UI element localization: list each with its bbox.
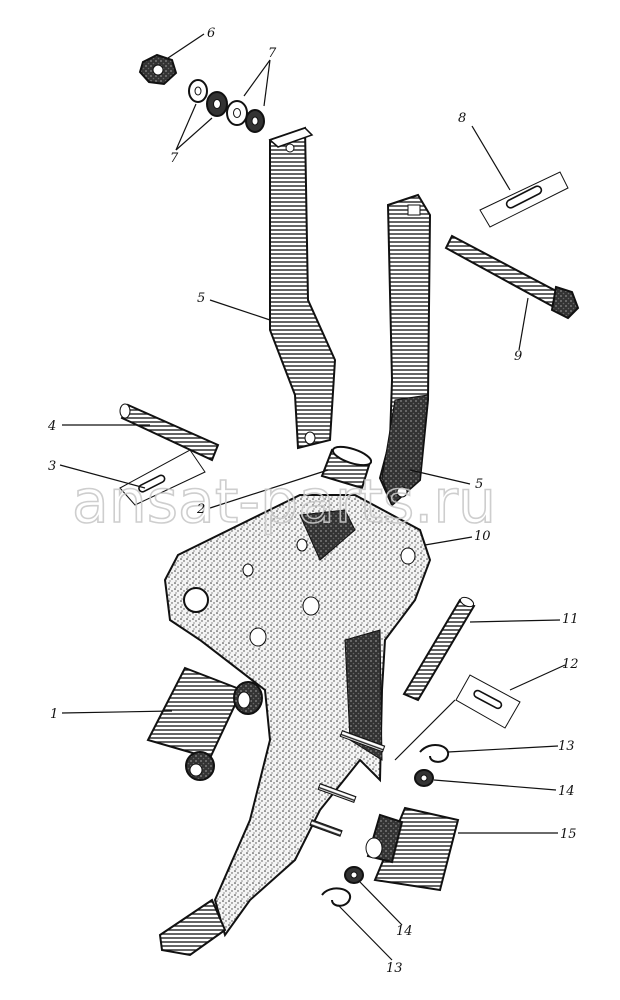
pin-part-4 <box>119 403 220 462</box>
washer-part-14-lower <box>344 866 364 884</box>
label-14-lower: 14 <box>396 924 413 939</box>
bolt-part-9 <box>444 234 580 320</box>
label-15: 15 <box>560 827 577 842</box>
washers-part-7 <box>188 79 265 133</box>
part-labels: 6 7 7 8 9 5 4 3 2 5 10 11 12 1 13 14 15 … <box>47 26 579 976</box>
spring-clip-part-13-lower <box>321 887 352 907</box>
label-13-upper: 13 <box>558 739 575 754</box>
washer-part-14-upper <box>414 769 434 787</box>
label-9: 9 <box>514 349 522 364</box>
bracket-body-part-10 <box>158 494 432 957</box>
leader-lines <box>59 33 566 961</box>
rod-part-11 <box>402 596 476 702</box>
cotter-pin-part-3 <box>119 449 206 506</box>
bushing-part-2 <box>320 445 373 490</box>
label-7-left: 7 <box>170 151 179 166</box>
spring-clip-part-13-upper <box>419 744 450 763</box>
label-8: 8 <box>458 111 466 126</box>
label-3: 3 <box>48 459 56 474</box>
nut-part-6 <box>138 53 178 86</box>
label-4: 4 <box>47 419 56 434</box>
lever-part-5-left <box>268 126 337 450</box>
lever-part-5-right <box>378 193 432 507</box>
label-7-top: 7 <box>268 46 277 61</box>
label-10: 10 <box>474 529 491 544</box>
cotter-pin-part-8 <box>479 171 569 228</box>
label-5-left: 5 <box>197 291 205 306</box>
label-13-lower: 13 <box>386 961 403 976</box>
watermark: ansat-parts.ru <box>72 467 496 537</box>
label-6: 6 <box>207 26 215 41</box>
label-12: 12 <box>562 657 579 672</box>
label-14-upper: 14 <box>558 784 575 799</box>
pedal-pad-part-1 <box>146 666 263 781</box>
label-2: 2 <box>196 502 205 517</box>
pedal-pad-part-15 <box>365 806 460 892</box>
pin-part-12 <box>394 674 521 761</box>
label-1: 1 <box>50 707 58 722</box>
label-11: 11 <box>562 612 579 627</box>
label-5-right: 5 <box>475 477 483 492</box>
